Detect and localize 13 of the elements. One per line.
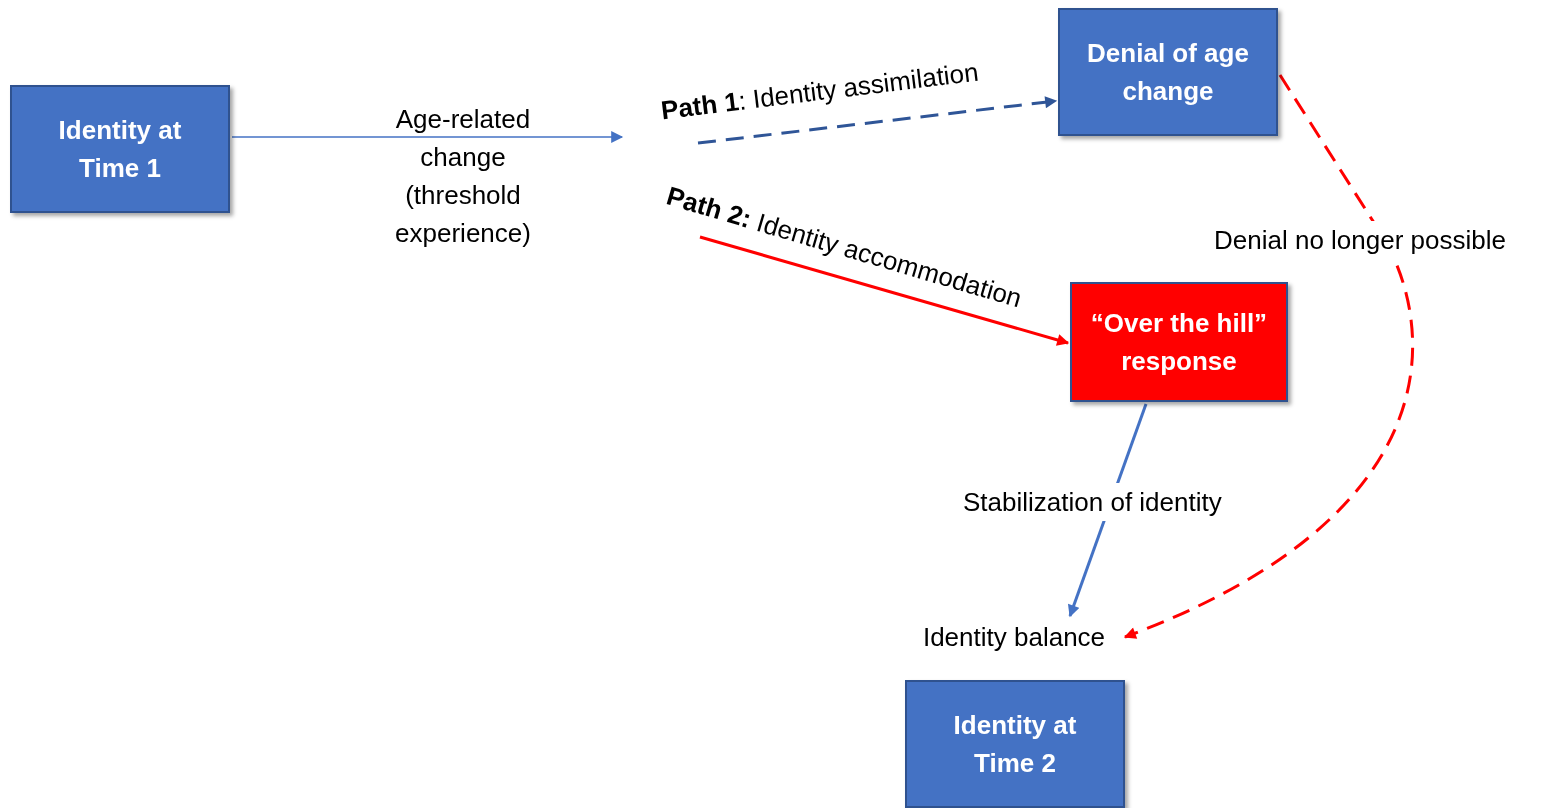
process-box: Identity at Time 2 <box>905 680 1125 808</box>
arrow <box>699 235 1070 346</box>
edge-label: Stabilization of identity <box>963 483 1222 521</box>
arrow <box>697 96 1058 145</box>
arrow <box>231 131 624 143</box>
arrow <box>1123 74 1414 639</box>
process-box: “Over the hill” response <box>1070 282 1288 402</box>
edge-label: Age-related change (threshold experience) <box>394 103 532 250</box>
edge-label: Path 1: Identity assimilation <box>658 55 981 128</box>
process-box: Denial of age change <box>1058 8 1278 136</box>
edge-label: Denial no longer possible <box>1214 221 1506 259</box>
node-text: Identity balance <box>905 618 1123 656</box>
process-box: Identity at Time 1 <box>10 85 230 213</box>
